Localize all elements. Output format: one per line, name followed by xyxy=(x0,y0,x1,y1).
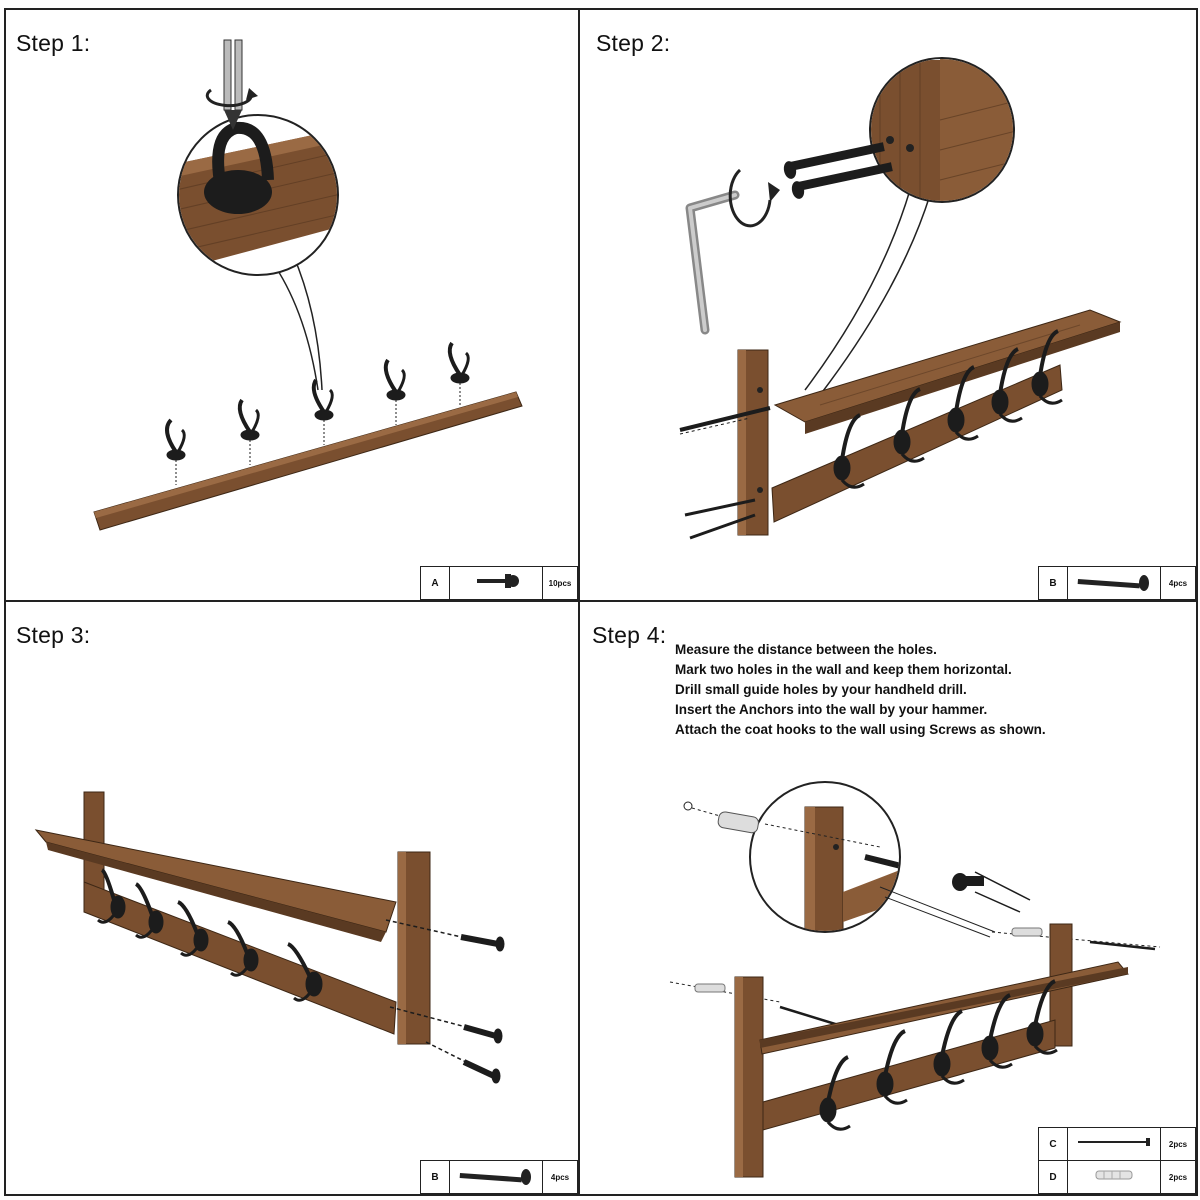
part-letter: B xyxy=(420,1160,450,1194)
step-3-illustration xyxy=(34,791,505,1084)
bolt-pair xyxy=(783,142,893,199)
wall-mount-closeup-magnifier xyxy=(749,781,901,933)
hook-row xyxy=(165,341,470,485)
step-1-illustration xyxy=(93,39,523,531)
step-4-instructions: Measure the distance between the holes. … xyxy=(675,640,1046,740)
part-letter: C xyxy=(1038,1127,1068,1161)
post-bolts xyxy=(385,919,505,1084)
side-post xyxy=(737,349,769,536)
instruction-line: Drill small guide holes by your handheld… xyxy=(675,682,967,697)
parts-table-step-3: B 4pcs xyxy=(420,1160,578,1194)
instruction-line: Measure the distance between the holes. xyxy=(675,642,937,657)
step-4-panel: Step 4: Measure the distance between the… xyxy=(578,600,1198,1196)
allen-key-icon xyxy=(685,168,780,335)
part-letter: D xyxy=(1038,1160,1068,1194)
right-side-post xyxy=(397,851,431,1045)
part-row: D 2pcs xyxy=(1038,1160,1196,1194)
part-row: C 2pcs xyxy=(1038,1127,1196,1161)
parts-table-step-4: C 2pcs D 2pcs xyxy=(1038,1127,1196,1194)
part-row: B 4pcs xyxy=(1038,566,1196,600)
hook-closeup-magnifier xyxy=(177,114,339,276)
step-2-title: Step 2: xyxy=(596,30,671,56)
part-quantity: 10pcs xyxy=(542,566,578,600)
hook-row xyxy=(833,329,1063,489)
parts-table-step-2: B 4pcs xyxy=(1038,566,1196,600)
part-quantity: 2pcs xyxy=(1160,1160,1196,1194)
instruction-line: Insert the Anchors into the wall by your… xyxy=(675,702,988,717)
step-1-title: Step 1: xyxy=(16,30,91,56)
step-4-title: Step 4: xyxy=(592,622,667,648)
part-row: B 4pcs xyxy=(420,1160,578,1194)
step-3-panel: Step 3: xyxy=(4,600,580,1196)
instruction-line: Attach the coat hooks to the wall using … xyxy=(675,722,1046,737)
wall-anchor-icon xyxy=(1067,1160,1161,1194)
instruction-line: Mark two holes in the wall and keep them… xyxy=(675,662,1012,677)
long-bolt-icon xyxy=(1067,566,1161,600)
wall-anchor-diagram xyxy=(683,801,1031,913)
part-quantity: 4pcs xyxy=(542,1160,578,1194)
part-letter: A xyxy=(420,566,450,600)
step-1-panel: Step 1: xyxy=(4,8,580,602)
step-2-illustration xyxy=(679,57,1122,540)
step-3-title: Step 3: xyxy=(16,622,91,648)
part-row: A 10pcs xyxy=(420,566,578,600)
wall-screw-guides xyxy=(669,927,1161,1029)
parts-table-step-1: A 10pcs xyxy=(420,566,578,600)
part-quantity: 4pcs xyxy=(1160,566,1196,600)
screwdriver-icon xyxy=(205,39,258,130)
part-letter: B xyxy=(1038,566,1068,600)
shelf-top-board xyxy=(34,829,397,942)
long-bolt-icon xyxy=(449,1160,543,1194)
short-screw-icon xyxy=(449,566,543,600)
joint-closeup-magnifier xyxy=(869,57,1015,203)
wall-screw-icon xyxy=(1067,1127,1161,1161)
part-quantity: 2pcs xyxy=(1160,1127,1196,1161)
shelf-board xyxy=(93,391,523,531)
post-bolts xyxy=(679,406,771,540)
hook-row xyxy=(97,868,323,1002)
step-4-illustration xyxy=(669,781,1161,1178)
step-2-panel: Step 2: xyxy=(578,8,1198,602)
hook-row xyxy=(819,979,1058,1131)
